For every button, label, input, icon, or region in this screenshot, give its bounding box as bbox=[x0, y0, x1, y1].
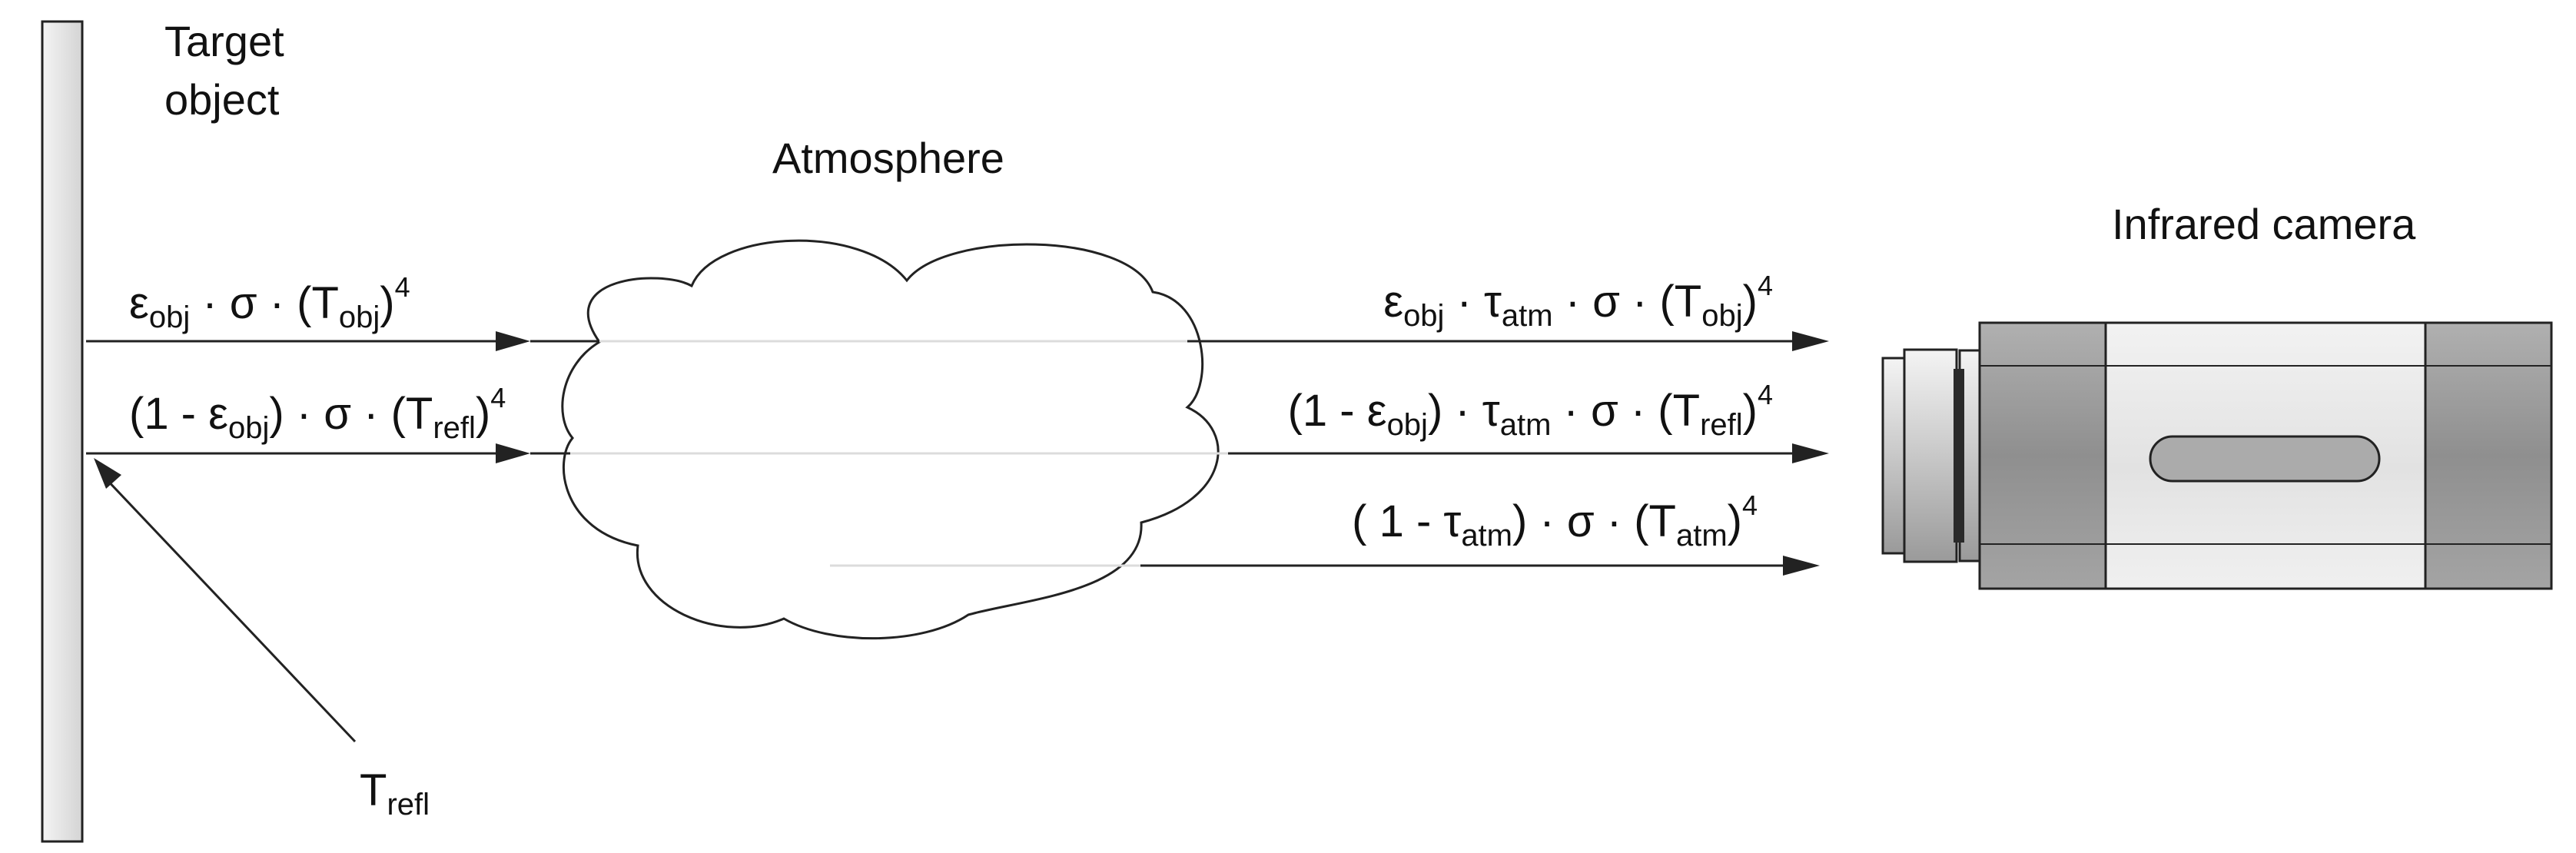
arrow-obj-reflection bbox=[86, 443, 570, 463]
eq-obj-emission: εobj · σ · (Tobj)4 bbox=[129, 274, 410, 334]
eq-text: ) · σ · (T bbox=[1512, 496, 1676, 546]
arrow-t-refl bbox=[94, 458, 357, 743]
eq-text: (1 - ε bbox=[129, 389, 228, 439]
eq-text: · τ bbox=[1444, 277, 1502, 327]
arrow-cam-reflection bbox=[1228, 443, 1829, 463]
eq-superscript: 4 bbox=[1757, 379, 1773, 410]
eq-text: ) bbox=[1742, 386, 1758, 436]
eq-obj-reflection: (1 - εobj) · σ · (Trefl)4 bbox=[129, 384, 506, 444]
arrow-obj-emission bbox=[86, 331, 599, 351]
eq-text: ) bbox=[475, 389, 491, 439]
atmosphere-label: Atmosphere bbox=[772, 134, 1004, 182]
eq-subscript: refl bbox=[1700, 408, 1743, 442]
eq-text: ( 1 - τ bbox=[1352, 496, 1462, 546]
arrow-cam-emission bbox=[1187, 331, 1829, 351]
eq-text: ) · τ bbox=[1427, 386, 1500, 436]
camera-band-left bbox=[1978, 321, 2107, 590]
t-refl-sub: refl bbox=[387, 788, 430, 821]
eq-cam-emission: εobj · τatm · σ · (Tobj)4 bbox=[1383, 272, 1773, 332]
eq-superscript: 4 bbox=[490, 382, 506, 413]
eq-subscript: obj bbox=[1386, 408, 1428, 442]
eq-text: ε bbox=[129, 278, 149, 328]
eq-subscript: obj bbox=[338, 300, 380, 334]
eq-subscript: obj bbox=[1403, 299, 1445, 333]
eq-subscript: refl bbox=[433, 411, 476, 445]
eq-text: (1 - ε bbox=[1287, 386, 1387, 436]
eq-superscript: 4 bbox=[1757, 270, 1773, 301]
target-object-label-line2: object bbox=[164, 75, 280, 124]
eq-text: ) bbox=[380, 278, 395, 328]
eq-subscript: atm bbox=[1675, 519, 1728, 553]
eq-superscript: 4 bbox=[1741, 490, 1758, 521]
eq-subscript: obj bbox=[148, 300, 191, 334]
eq-subscript: atm bbox=[1461, 519, 1512, 553]
infrared-camera bbox=[1881, 321, 2553, 590]
eq-subscript: obj bbox=[1701, 299, 1743, 333]
camera-slot bbox=[2149, 435, 2381, 483]
target-object-label-line1: Target bbox=[164, 17, 284, 65]
eq-text: ) bbox=[1742, 277, 1758, 327]
arrow-cam-atmosphere bbox=[1140, 556, 1820, 576]
t-refl-label: Trefl bbox=[360, 765, 430, 821]
eq-subscript: atm bbox=[1501, 299, 1553, 333]
atmosphere-cloud bbox=[561, 239, 1220, 640]
camera-lens-front bbox=[1881, 357, 1907, 555]
eq-subscript: obj bbox=[227, 411, 270, 445]
eq-cam-reflection: (1 - εobj) · τatm · σ · (Trefl)4 bbox=[1287, 381, 1773, 441]
eq-text: ) · σ · (T bbox=[269, 389, 433, 439]
eq-text: · σ · (T bbox=[1552, 277, 1702, 327]
camera-lens-ring bbox=[1903, 348, 1958, 563]
infrared-camera-label: Infrared camera bbox=[2112, 200, 2416, 248]
eq-cam-atmosphere: ( 1 - τatm) · σ · (Tatm)4 bbox=[1352, 492, 1758, 552]
eq-superscript: 4 bbox=[394, 271, 410, 303]
target-object-label: Target object bbox=[164, 12, 284, 129]
eq-text: · σ · (T bbox=[1551, 386, 1701, 436]
t-refl-base: T bbox=[360, 765, 387, 815]
target-object-plate bbox=[41, 20, 84, 843]
eq-text: · σ · (T bbox=[190, 278, 339, 328]
eq-text: ε bbox=[1383, 277, 1404, 327]
eq-subscript: atm bbox=[1499, 408, 1552, 442]
eq-text: ) bbox=[1727, 496, 1742, 546]
camera-band-right bbox=[2424, 321, 2553, 590]
